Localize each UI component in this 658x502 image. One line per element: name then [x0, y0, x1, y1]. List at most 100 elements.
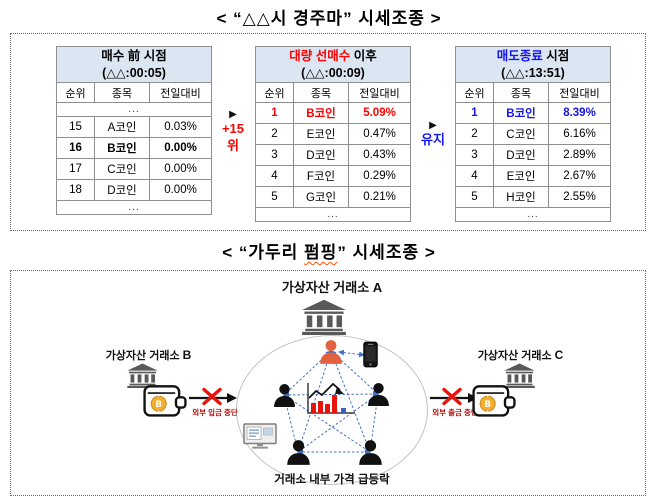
monitor-icon [243, 423, 277, 449]
change-cell: 0.29% [347, 165, 412, 187]
rank-cell: 3 [455, 144, 494, 166]
rank-cell: 1 [455, 102, 494, 124]
table-subtitle: (△△:00:09) [301, 65, 365, 80]
coin-cell: E코인 [493, 165, 549, 187]
coin-cell: B코인 [293, 102, 349, 124]
table-after-prebuy: 대량 선매수 이후 (△△:00:09) 순위 종목 전일대비 1 B코인 5.… [254, 46, 412, 222]
person-icon [287, 440, 310, 465]
rank-cell: 2 [255, 123, 294, 145]
tables-panel: 매수 前 시점 (△△:00:05) 순위 종목 전일대비 ... 15 A코인… [10, 33, 646, 231]
section2-title: < “가두리 펌핑” 시세조종 > [222, 243, 436, 262]
wavy-underlined-word: 펌핑 [304, 243, 338, 262]
table-row-highlight: 16 B코인 0.00% [56, 137, 213, 159]
table-row-highlight: 1 B코인 5.09% [255, 102, 412, 124]
table-subtitle: (△△:13:51) [501, 65, 565, 80]
coin-cell: A코인 [94, 116, 150, 138]
table-row: 5 H코인 2.55% [455, 186, 611, 208]
column-header-row: 순위 종목 전일대비 [255, 82, 412, 103]
person-icon [359, 440, 382, 465]
bitcoin-icon: B [484, 400, 491, 410]
change-cell: 2.67% [548, 165, 611, 187]
col-header-rank: 순위 [255, 82, 294, 103]
rank-jump-unit: 위 [227, 137, 239, 153]
coin-cell: D코인 [94, 179, 150, 201]
section1-title: < “△△시 경주마” 시세조종 > [216, 9, 442, 28]
table-row: 3 D코인 2.89% [455, 144, 611, 166]
change-cell: 0.00% [148, 179, 213, 201]
exchange-c-label: 가상자산 거래소 C [477, 348, 564, 362]
smartphone-icon [363, 341, 378, 368]
price-swing-chart-icon [307, 382, 355, 414]
column-header-row: 순위 종목 전일대비 [56, 82, 213, 103]
table-row: 15 A코인 0.03% [56, 116, 213, 138]
rank-cell: 16 [56, 137, 95, 159]
change-cell: 0.00% [148, 158, 213, 180]
ellipsis-row: ... [254, 207, 412, 222]
change-cell: 8.39% [548, 102, 611, 124]
ellipsis-row: ... [55, 102, 213, 117]
coin-cell: D코인 [293, 144, 349, 166]
coin-cell: G코인 [293, 186, 349, 208]
circle-caption: 거래소 내부 가격 급등락 [274, 474, 390, 486]
column-header-row: 순위 종목 전일대비 [455, 82, 611, 103]
blocked-x-icon [442, 387, 462, 406]
change-cell: 0.47% [347, 123, 412, 145]
exchange-a-label: 가상자산 거래소 A [281, 280, 383, 295]
coin-cell: H코인 [493, 186, 549, 208]
rank-cell: 4 [455, 165, 494, 187]
table-row-highlight: 1 B코인 8.39% [455, 102, 611, 124]
table-row: 4 F코인 0.29% [255, 165, 412, 187]
table-subtitle: (△△:00:05) [102, 65, 166, 80]
deposit-block-label: 외부 입금 중단 [192, 408, 238, 417]
coin-cell: C코인 [94, 158, 150, 180]
rank-keep-label: 유지 [421, 132, 445, 147]
table-title: 매도종료 시점 (△△:13:51) [455, 46, 611, 83]
col-header-rank: 순위 [455, 82, 494, 103]
table-title: 대량 선매수 이후 (△△:00:09) [254, 46, 412, 83]
col-header-rank: 순위 [56, 82, 95, 103]
leader-person-icon [320, 340, 342, 364]
rank-cell: 5 [255, 186, 294, 208]
coin-cell: B코인 [94, 137, 150, 159]
coin-cell: F코인 [293, 165, 349, 187]
table-row: 3 D코인 0.43% [255, 144, 412, 166]
rank-keep-annotation: ▶ 유지 [410, 119, 456, 149]
coin-cell: E코인 [293, 123, 349, 145]
bank-icon [504, 363, 535, 388]
rank-cell: 18 [56, 179, 95, 201]
change-cell: 0.03% [148, 116, 213, 138]
ellipsis-row: ... [55, 200, 213, 215]
rank-cell: 2 [455, 123, 494, 145]
table-row: 17 C코인 0.00% [56, 158, 213, 180]
col-header-coin: 종목 [94, 82, 150, 103]
wallet-icon: B [472, 385, 516, 417]
coin-cell: C코인 [493, 123, 549, 145]
table-row: 18 D코인 0.00% [56, 179, 213, 201]
diagram-panel: 가상자산 거래소 A [10, 270, 646, 496]
change-cell: 0.21% [347, 186, 412, 208]
right-arrow-icon: ▶ [229, 109, 237, 120]
coin-cell: B코인 [493, 102, 549, 124]
change-cell: 0.43% [347, 144, 412, 166]
coin-cell: D코인 [493, 144, 549, 166]
rank-cell: 3 [255, 144, 294, 166]
table-row: 4 E코인 2.67% [455, 165, 611, 187]
rank-cell: 4 [255, 165, 294, 187]
rank-cell: 1 [255, 102, 294, 124]
change-cell: 0.00% [148, 137, 213, 159]
change-cell: 6.16% [548, 123, 611, 145]
table-before-buy: 매수 前 시점 (△△:00:05) 순위 종목 전일대비 ... 15 A코인… [55, 46, 213, 215]
bitcoin-icon: B [155, 400, 162, 410]
col-header-change: 전일대비 [347, 82, 412, 103]
col-header-change: 전일대비 [548, 82, 611, 103]
exchange-b-label: 가상자산 거래소 B [105, 348, 192, 362]
person-icon [368, 383, 389, 406]
rank-cell: 17 [56, 158, 95, 180]
table-row: 2 C코인 6.16% [455, 123, 611, 145]
table-sell-end: 매도종료 시점 (△△:13:51) 순위 종목 전일대비 1 B코인 8.39… [455, 46, 611, 222]
person-icon [274, 384, 295, 407]
col-header-change: 전일대비 [148, 82, 213, 103]
rank-cell: 5 [455, 186, 494, 208]
table-row: 5 G코인 0.21% [255, 186, 412, 208]
